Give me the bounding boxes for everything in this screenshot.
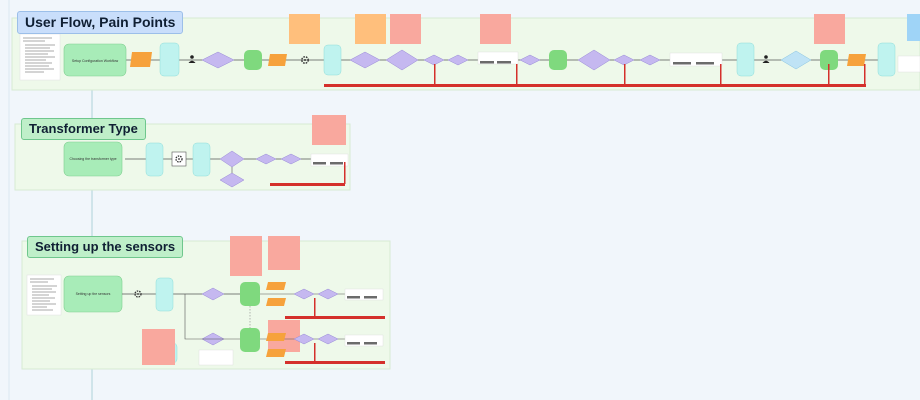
ui-mock-button (480, 61, 494, 64)
frame-title-setting-up-sensors[interactable]: Setting up the sensors (27, 236, 184, 258)
user-icon (188, 55, 196, 63)
pain-bar (314, 343, 316, 363)
ui-mock-button (364, 296, 377, 299)
notes-lines (23, 37, 55, 73)
action-box[interactable] (736, 42, 755, 77)
pain-bar (624, 64, 626, 86)
decision-diamond[interactable] (447, 54, 469, 66)
ui-screen-mock[interactable] (344, 288, 384, 301)
sticky-note-red[interactable] (814, 14, 845, 44)
decision-diamond[interactable] (201, 287, 225, 301)
ui-mock-button (497, 61, 511, 64)
ui-screen-mock[interactable] (897, 55, 920, 73)
user-icon (762, 55, 770, 63)
data-shape[interactable] (266, 349, 286, 357)
ui-screen-mock[interactable] (198, 349, 234, 366)
sensors-pain-points (285, 298, 385, 364)
notes-lines (30, 278, 57, 311)
decision-diamond[interactable] (293, 333, 315, 345)
decision-diamond[interactable] (639, 54, 661, 66)
pain-bar (285, 316, 385, 319)
pain-bar (516, 64, 518, 86)
gear-icon (175, 155, 183, 163)
ui-mock-button (347, 342, 360, 345)
transformer-process-label: Choosing the transformer type (69, 157, 116, 161)
decision-diamond[interactable] (219, 172, 245, 188)
action-box[interactable] (877, 42, 896, 77)
main-flow: Setup Configuration Workflow (19, 14, 920, 81)
data-shape[interactable] (268, 54, 287, 66)
decision-diamond[interactable] (577, 49, 611, 71)
decision-diamond[interactable] (201, 51, 235, 69)
sticky-note-red[interactable] (480, 14, 511, 44)
sticky-note-orange[interactable] (355, 14, 386, 44)
main-pain-points (324, 64, 866, 87)
pain-bar (324, 84, 866, 87)
sticky-note-red[interactable] (390, 14, 421, 44)
frame-title-user-flow[interactable]: User Flow, Pain Points (17, 11, 184, 34)
decision-diamond[interactable] (280, 153, 302, 165)
start-node[interactable] (820, 50, 838, 70)
data-shape[interactable] (130, 52, 152, 67)
data-shape[interactable] (847, 54, 866, 66)
pain-bar (344, 162, 346, 184)
main-process[interactable] (63, 43, 127, 77)
ui-mock-button (330, 162, 343, 165)
transformer-process[interactable] (63, 141, 123, 177)
decision-diamond-blue[interactable] (780, 50, 812, 70)
sensors-process-label: Setting up the sensors (76, 292, 111, 296)
start-node[interactable] (244, 50, 262, 70)
ui-mock-button (696, 62, 714, 65)
pain-bar (720, 64, 722, 86)
ui-screen-mock[interactable] (344, 334, 384, 347)
start-node[interactable] (549, 50, 567, 70)
sticky-note-orange[interactable] (289, 14, 320, 44)
data-shape[interactable] (266, 298, 286, 306)
transformer-pain-points (270, 162, 346, 186)
frame-title-transformer-type[interactable]: Transformer Type (21, 118, 146, 140)
sensors-flow: Setting up the sensors (26, 236, 384, 366)
pain-bar (828, 64, 830, 86)
sticky-note-red[interactable] (268, 236, 300, 270)
sticky-note-red[interactable] (312, 115, 346, 145)
decision-diamond[interactable] (317, 288, 339, 300)
pain-bar (285, 361, 385, 364)
pain-bar (864, 64, 866, 86)
pain-bar (434, 64, 436, 86)
start-node[interactable] (240, 328, 260, 352)
action-box[interactable] (155, 277, 174, 312)
decision-diamond[interactable] (349, 51, 381, 69)
gear-icon (134, 290, 142, 298)
data-shape[interactable] (266, 282, 286, 290)
ui-mock-button (313, 162, 326, 165)
data-shape[interactable] (266, 333, 286, 341)
start-node[interactable] (240, 282, 260, 306)
branch-connector (184, 294, 240, 340)
decision-diamond[interactable] (385, 49, 419, 71)
transformer-flow: Choosing the transformer type (63, 115, 349, 188)
sticky-note-red[interactable] (230, 236, 262, 276)
action-box[interactable] (159, 42, 180, 77)
action-box[interactable] (145, 142, 164, 177)
decision-diamond[interactable] (293, 288, 315, 300)
sticky-note-blue[interactable] (907, 14, 920, 41)
ui-mock-button (673, 62, 691, 65)
gear-icon (301, 56, 309, 64)
decision-diamond[interactable] (317, 333, 339, 345)
action-box[interactable] (323, 44, 342, 76)
ui-mock-button (347, 296, 360, 299)
decision-diamond[interactable] (255, 153, 277, 165)
decision-diamond[interactable] (519, 54, 541, 66)
sticky-note-red[interactable] (142, 329, 175, 365)
pain-bar (270, 183, 345, 186)
action-box[interactable] (192, 142, 211, 177)
pain-bar (314, 298, 316, 318)
ui-mock-button (364, 342, 377, 345)
main-process-label: Setup Configuration Workflow (72, 59, 119, 63)
